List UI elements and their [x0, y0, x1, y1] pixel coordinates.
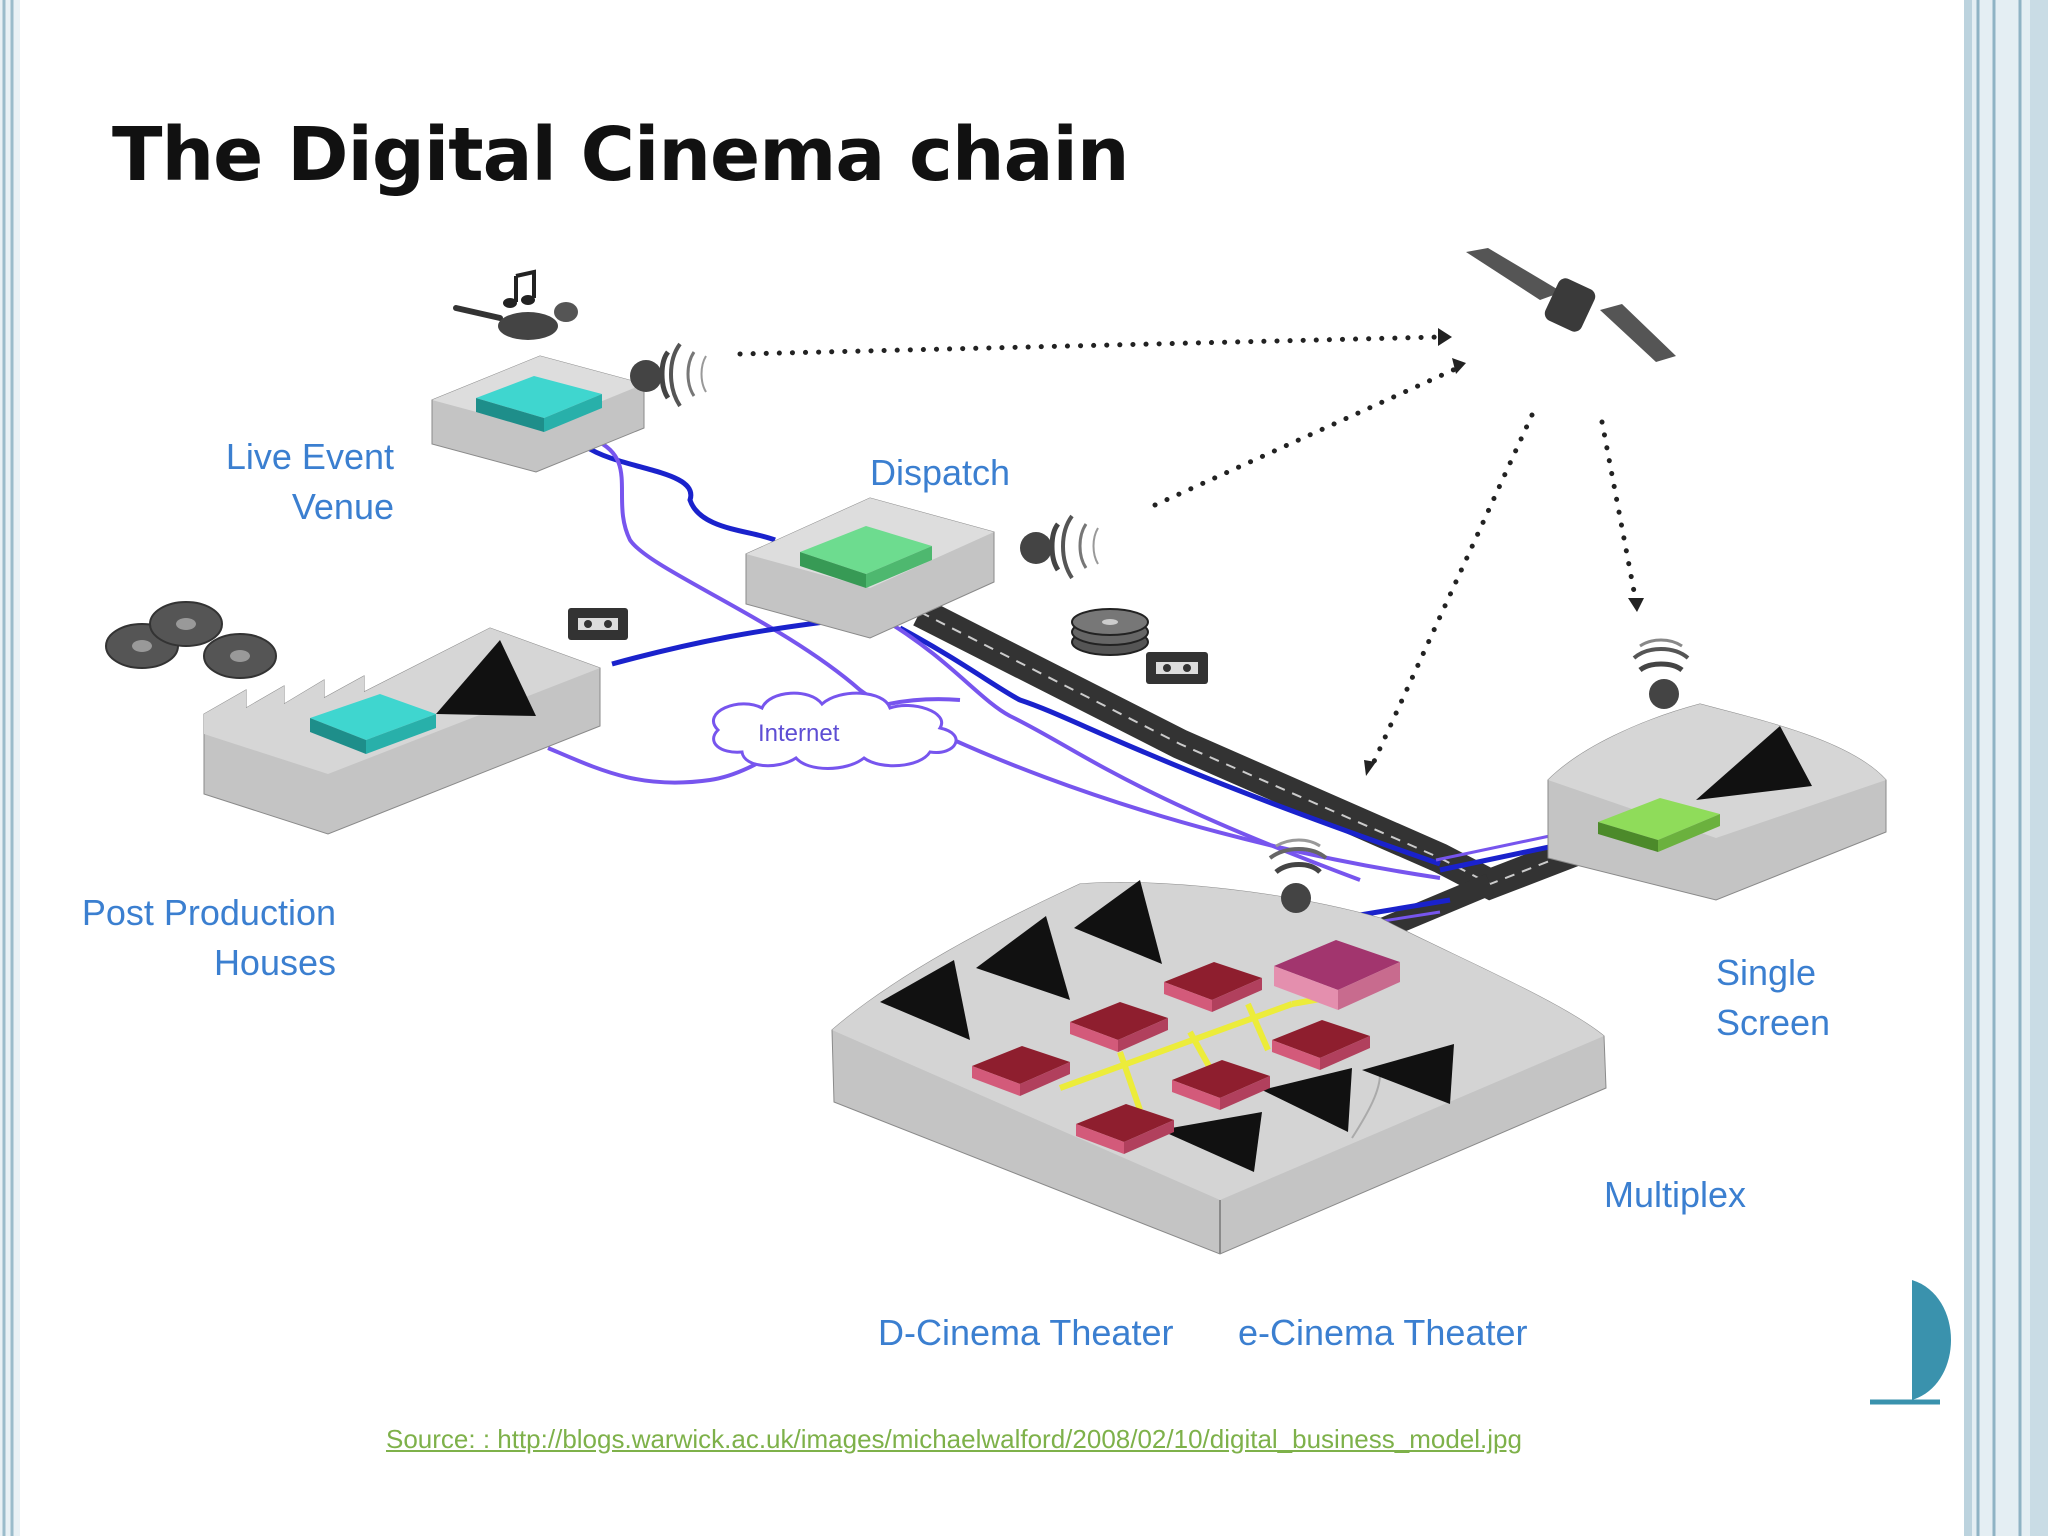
link-dispatch-to-satellite — [1152, 363, 1465, 508]
label-line: Live Event — [225, 436, 394, 477]
e-cinema-label: e-Cinema Theater — [1238, 1312, 1528, 1353]
server-unit — [972, 1046, 1070, 1096]
antenna-icon — [1632, 638, 1690, 709]
label-line: Screen — [1716, 1002, 1831, 1043]
dispatch-label: Dispatch — [870, 452, 1011, 493]
satellite-icon — [1466, 248, 1676, 362]
link-satellite-to-multiplex — [1369, 412, 1535, 769]
disc-stack-icon — [1071, 608, 1149, 656]
server-unit — [1272, 1020, 1370, 1070]
d-cinema-label: D-Cinema Theater — [878, 1312, 1174, 1353]
single-screen-building — [1547, 703, 1887, 901]
server-units — [972, 940, 1400, 1154]
link-satellite-to-single-screen — [1599, 419, 1639, 605]
cassette-icon — [1146, 652, 1208, 684]
central-server — [1274, 940, 1400, 1010]
single-screen-label: Single Screen — [1716, 948, 1830, 1048]
network-connections — [547, 438, 1621, 941]
music-note-icon — [453, 269, 578, 340]
server-unit — [1172, 1060, 1270, 1110]
link-live-to-satellite — [737, 334, 1443, 357]
label-line: Post Production — [81, 892, 336, 933]
live-event-venue-label: Live Event Venue — [206, 432, 394, 532]
source-link[interactable]: Source: : http://blogs.warwick.ac.uk/ima… — [386, 1424, 1522, 1454]
internet-label: Internet — [758, 720, 840, 747]
slide-title: The Digital Cinema chain — [112, 112, 1130, 198]
projector-icon — [880, 880, 1454, 1172]
satellite-links — [737, 334, 1639, 769]
multiplex-building — [831, 880, 1607, 1255]
internet-cloud: Internet — [712, 691, 958, 770]
post-production-building — [203, 627, 601, 835]
slide-page-marker — [1870, 1280, 1951, 1405]
label-line: Houses — [213, 942, 336, 983]
antenna-icon — [630, 342, 707, 408]
slide-border-right — [1964, 0, 2048, 1536]
server-unit — [1164, 962, 1262, 1012]
post-production-label: Post Production Houses — [52, 888, 336, 988]
label-line: Venue — [291, 486, 394, 527]
server-unit — [1070, 1002, 1168, 1052]
multiplex-label: Multiplex — [1604, 1174, 1747, 1215]
cassette-icon — [568, 608, 628, 640]
dispatch-building — [745, 497, 995, 639]
live-event-venue-building — [431, 355, 645, 473]
slide-border-left — [0, 0, 20, 1536]
antenna-icon — [1268, 838, 1328, 913]
film-reels-icon — [105, 601, 277, 679]
server-unit — [1076, 1104, 1174, 1154]
antenna-icon — [1020, 514, 1099, 580]
label-line: Single — [1716, 952, 1817, 993]
